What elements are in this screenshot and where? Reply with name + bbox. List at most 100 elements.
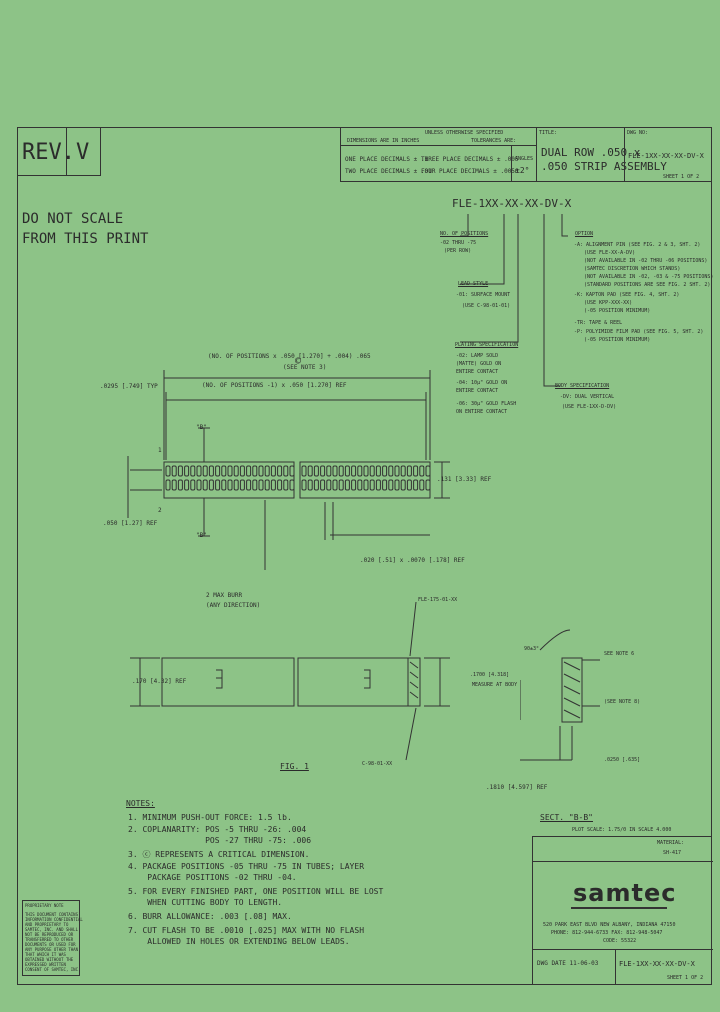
dim-ref-row: (NO. OF POSITIONS -1) x .050 [1.270] REF [202,382,347,389]
body-2: (USE FLE-1XX-D-DV) [562,404,617,410]
contact-pad [252,479,258,491]
contact-pad [320,465,326,477]
contact-pad [277,479,283,491]
positions-2: (PER ROW) [444,248,472,254]
three-place: THREE PLACE DECIMALS ± .005 [421,156,519,163]
contact-pad [301,465,307,477]
side-view [120,600,480,770]
unless-noted: UNLESS OTHERWISE SPECIFIED [425,130,504,136]
tolerances: TOLERANCES ARE: [471,138,517,144]
rev-label: REV. [22,140,75,165]
contact-pad [190,465,196,477]
two-place: TWO PLACE DECIMALS ± .01 [345,168,432,175]
lead-title: LEAD STYLE [458,281,489,287]
contact-pad [332,479,338,491]
angles-value: ±2° [515,166,530,175]
contact-pad [375,465,381,477]
contact-pad [357,465,363,477]
contact-pad [313,465,319,477]
samtec-logo: samtec [571,881,675,909]
dim-lead: .020 [.51] x .0070 [.178] REF [360,557,465,564]
dim-cut: 2 MAX BURR [206,592,243,599]
positions-1: -02 THRU -75 [440,240,477,246]
contact-pad [326,465,332,477]
contact-pad [307,465,313,477]
contact-pad [332,465,338,477]
option-list: -A: ALIGNMENT PIN (SEE FIG. 2 & 3, SHT. … [574,242,714,343]
contact-pad [313,479,319,491]
contact-pad [369,465,375,477]
contact-pad [215,479,221,491]
contact-pad [289,479,295,491]
contact-pad [264,465,270,477]
svg-text:©: © [295,356,302,367]
contact-pad [208,479,214,491]
dims-inches: DIMENSIONS ARE IN INCHES [347,138,420,144]
contact-pad [406,479,412,491]
contact-pad [165,479,171,491]
option-leaders [460,212,580,432]
title-line-1: DUAL ROW .050 x [541,146,641,159]
angles-label: ANGLES [515,156,534,162]
body-title: BODY SPECIFICATION [555,383,610,389]
contact-pad [413,465,419,477]
contact-pad [400,479,406,491]
lead-1: -01: SURFACE MOUNT [456,292,511,298]
footer-sheet: SHEET 1 OF 2 [667,975,704,981]
notes-list: 1. MINIMUM PUSH-OUT FORCE: 1.5 lb. 2. CO… [128,813,384,946]
contact-pad [382,479,388,491]
contact-pad [326,479,332,491]
contact-pad [363,465,369,477]
rev-value: V [76,140,90,165]
contact-pad [171,465,177,477]
lead-2: (USE C-98-01-01) [462,303,511,309]
contact-pad [252,465,258,477]
contact-pad [425,465,431,477]
contact-pad [171,479,177,491]
contact-pad [338,465,344,477]
sect-label: SECT. "B-B" [540,813,593,822]
contact-pad [184,479,190,491]
notes-title: NOTES: [126,799,155,808]
pin-2: 2 [158,507,162,514]
contact-pad [277,465,283,477]
address: 520 PARK EAST BLVD NEW ALBANY, INDIANA 4… [543,922,676,928]
plot-scale: PLOT SCALE: 1.75/0 IN SCALE 4.000 [572,827,672,833]
contact-pad [270,465,276,477]
label-b-top: "B" [196,424,207,431]
dim-see-note: (SEE NOTE 3) [283,364,327,371]
see-note-8: (SEE NOTE 8) [604,699,641,705]
contact-pad [208,465,214,477]
contact-pad [351,465,357,477]
contact-pad [221,479,227,491]
one-place: ONE PLACE DECIMALS ± .1 [345,156,429,163]
drawing-frame [17,127,712,985]
contact-pad [320,479,326,491]
dim-row-pitch: .050 [1.27] REF [103,520,158,527]
dwg-date: DWG DATE 11-06-03 [537,960,599,967]
rev-box: REV. V [17,127,101,176]
option-title: OPTION [575,231,594,237]
code: CODE: 55322 [603,938,637,944]
title-block: UNLESS OTHERWISE SPECIFIED DIMENSIONS AR… [340,127,712,182]
contact-pad [406,465,412,477]
proprietary-box: PROPRIETARY NOTE THIS DOCUMENT CONTAINS … [22,900,83,976]
see-note-6: SEE NOTE 6 [604,651,635,657]
material-value: SH-417 [663,850,682,856]
contact-pad [394,465,400,477]
footer-block: MATERIAL: SH-417 samtec 520 PARK EAST BL… [532,836,713,985]
four-place: FOUR PLACE DECIMALS ± .0050 [421,168,519,175]
pin-1: 1 [158,447,162,454]
contact-pad [270,479,276,491]
dim-measure-2: MEASURE AT BODY [472,682,518,688]
dwg-no: FLE-1XX-XX-XX-DV-X [628,152,704,160]
contact-pad [301,479,307,491]
contact-pad [233,465,239,477]
phone: PHONE: 812-944-6733 FAX: 812-948-5047 [551,930,663,936]
part-number-code: FLE-1XX-XX-XX-DV-X [452,197,572,210]
contact-pad [177,465,183,477]
contact-pad [190,479,196,491]
contact-pad [388,479,394,491]
proprietary-lines: THIS DOCUMENT CONTAINS INFORMATION CONFI… [25,912,83,972]
contact-pad [338,479,344,491]
